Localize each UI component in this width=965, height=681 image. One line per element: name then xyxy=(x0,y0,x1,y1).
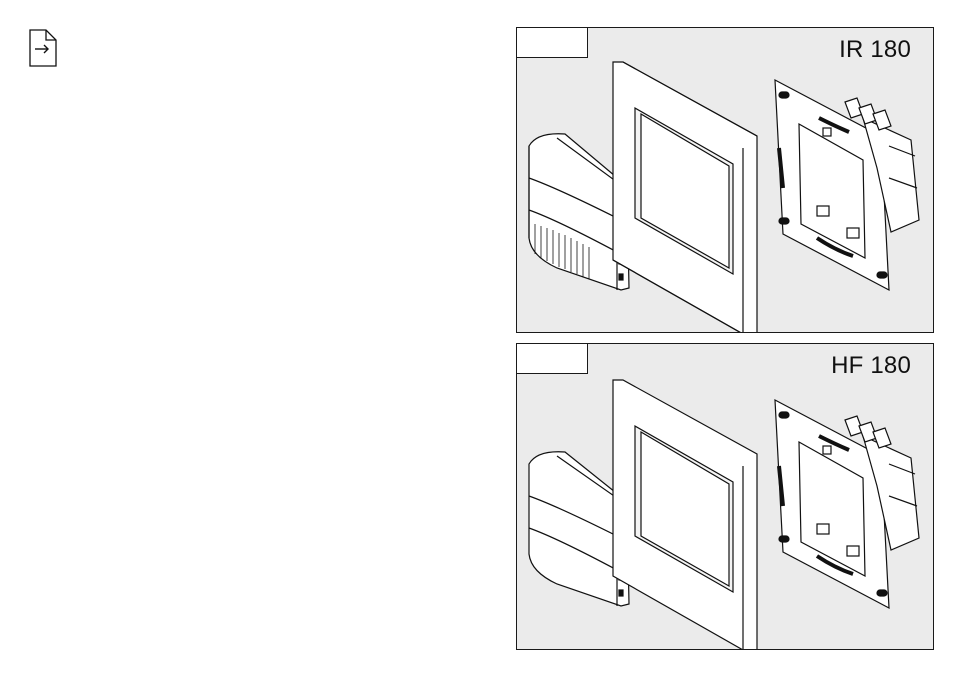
cover-frame xyxy=(613,380,757,650)
mounting-plate xyxy=(775,400,919,608)
cover-frame xyxy=(613,62,757,333)
mounting-plate xyxy=(775,80,919,290)
document-arrow-icon xyxy=(28,28,58,68)
figure-ir-180: IR 180 xyxy=(516,27,934,333)
hf-exploded-illustration xyxy=(517,344,934,650)
ir-exploded-illustration xyxy=(517,28,934,333)
figure-hf-180: HF 180 xyxy=(516,343,934,650)
